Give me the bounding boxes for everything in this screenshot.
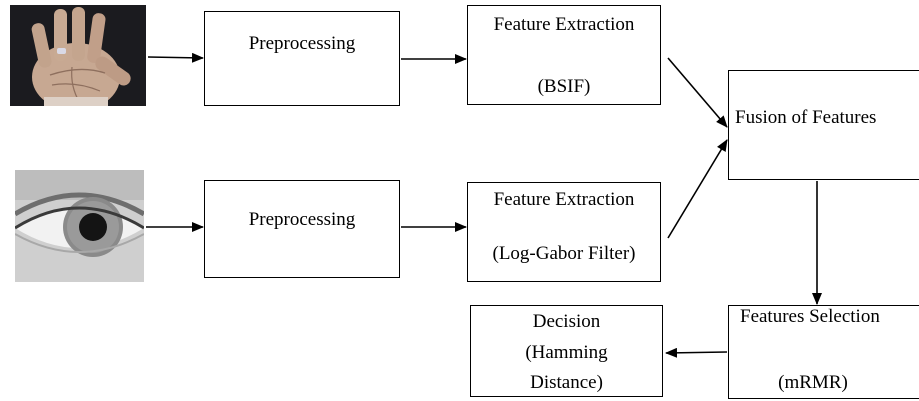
fusion-label: Fusion of Features bbox=[735, 107, 877, 128]
palm-icon bbox=[10, 5, 146, 106]
feature-extraction-top-label-1: Feature Extraction bbox=[493, 14, 635, 35]
feature-extraction-bottom-label-1: Feature Extraction bbox=[493, 189, 635, 210]
feature-extraction-bottom-box bbox=[467, 182, 661, 282]
preprocessing-bottom-box bbox=[204, 180, 400, 278]
eye-icon bbox=[15, 170, 144, 282]
palm-image bbox=[10, 5, 146, 106]
feature-extraction-bottom-label-2: (Log-Gabor Filter) bbox=[492, 243, 636, 264]
arrow-palm-to-preprocessing bbox=[147, 52, 204, 63]
arrow-selection-to-decision bbox=[665, 347, 728, 358]
feature-extraction-top-box bbox=[467, 5, 661, 105]
decision-label-1: Decision bbox=[532, 311, 601, 332]
preprocessing-top-label: Preprocessing bbox=[248, 33, 356, 54]
feature-extraction-top-label-2: (BSIF) bbox=[537, 76, 591, 97]
arrow-extraction-bottom-to-fusion bbox=[667, 139, 728, 239]
eye-image bbox=[15, 170, 144, 282]
decision-box bbox=[470, 305, 663, 397]
features-selection-label-2: (mRMR) bbox=[778, 372, 848, 393]
decision-label-3: Distance) bbox=[530, 372, 603, 393]
preprocessing-bottom-label: Preprocessing bbox=[248, 209, 356, 230]
fusion-box bbox=[728, 70, 919, 180]
decision-label-2: (Hamming bbox=[525, 342, 608, 363]
preprocessing-top-box bbox=[204, 11, 400, 106]
features-selection-label-1: Features Selection bbox=[740, 306, 880, 327]
arrow-extraction-top-to-fusion bbox=[667, 57, 728, 128]
features-selection-box bbox=[728, 305, 919, 399]
